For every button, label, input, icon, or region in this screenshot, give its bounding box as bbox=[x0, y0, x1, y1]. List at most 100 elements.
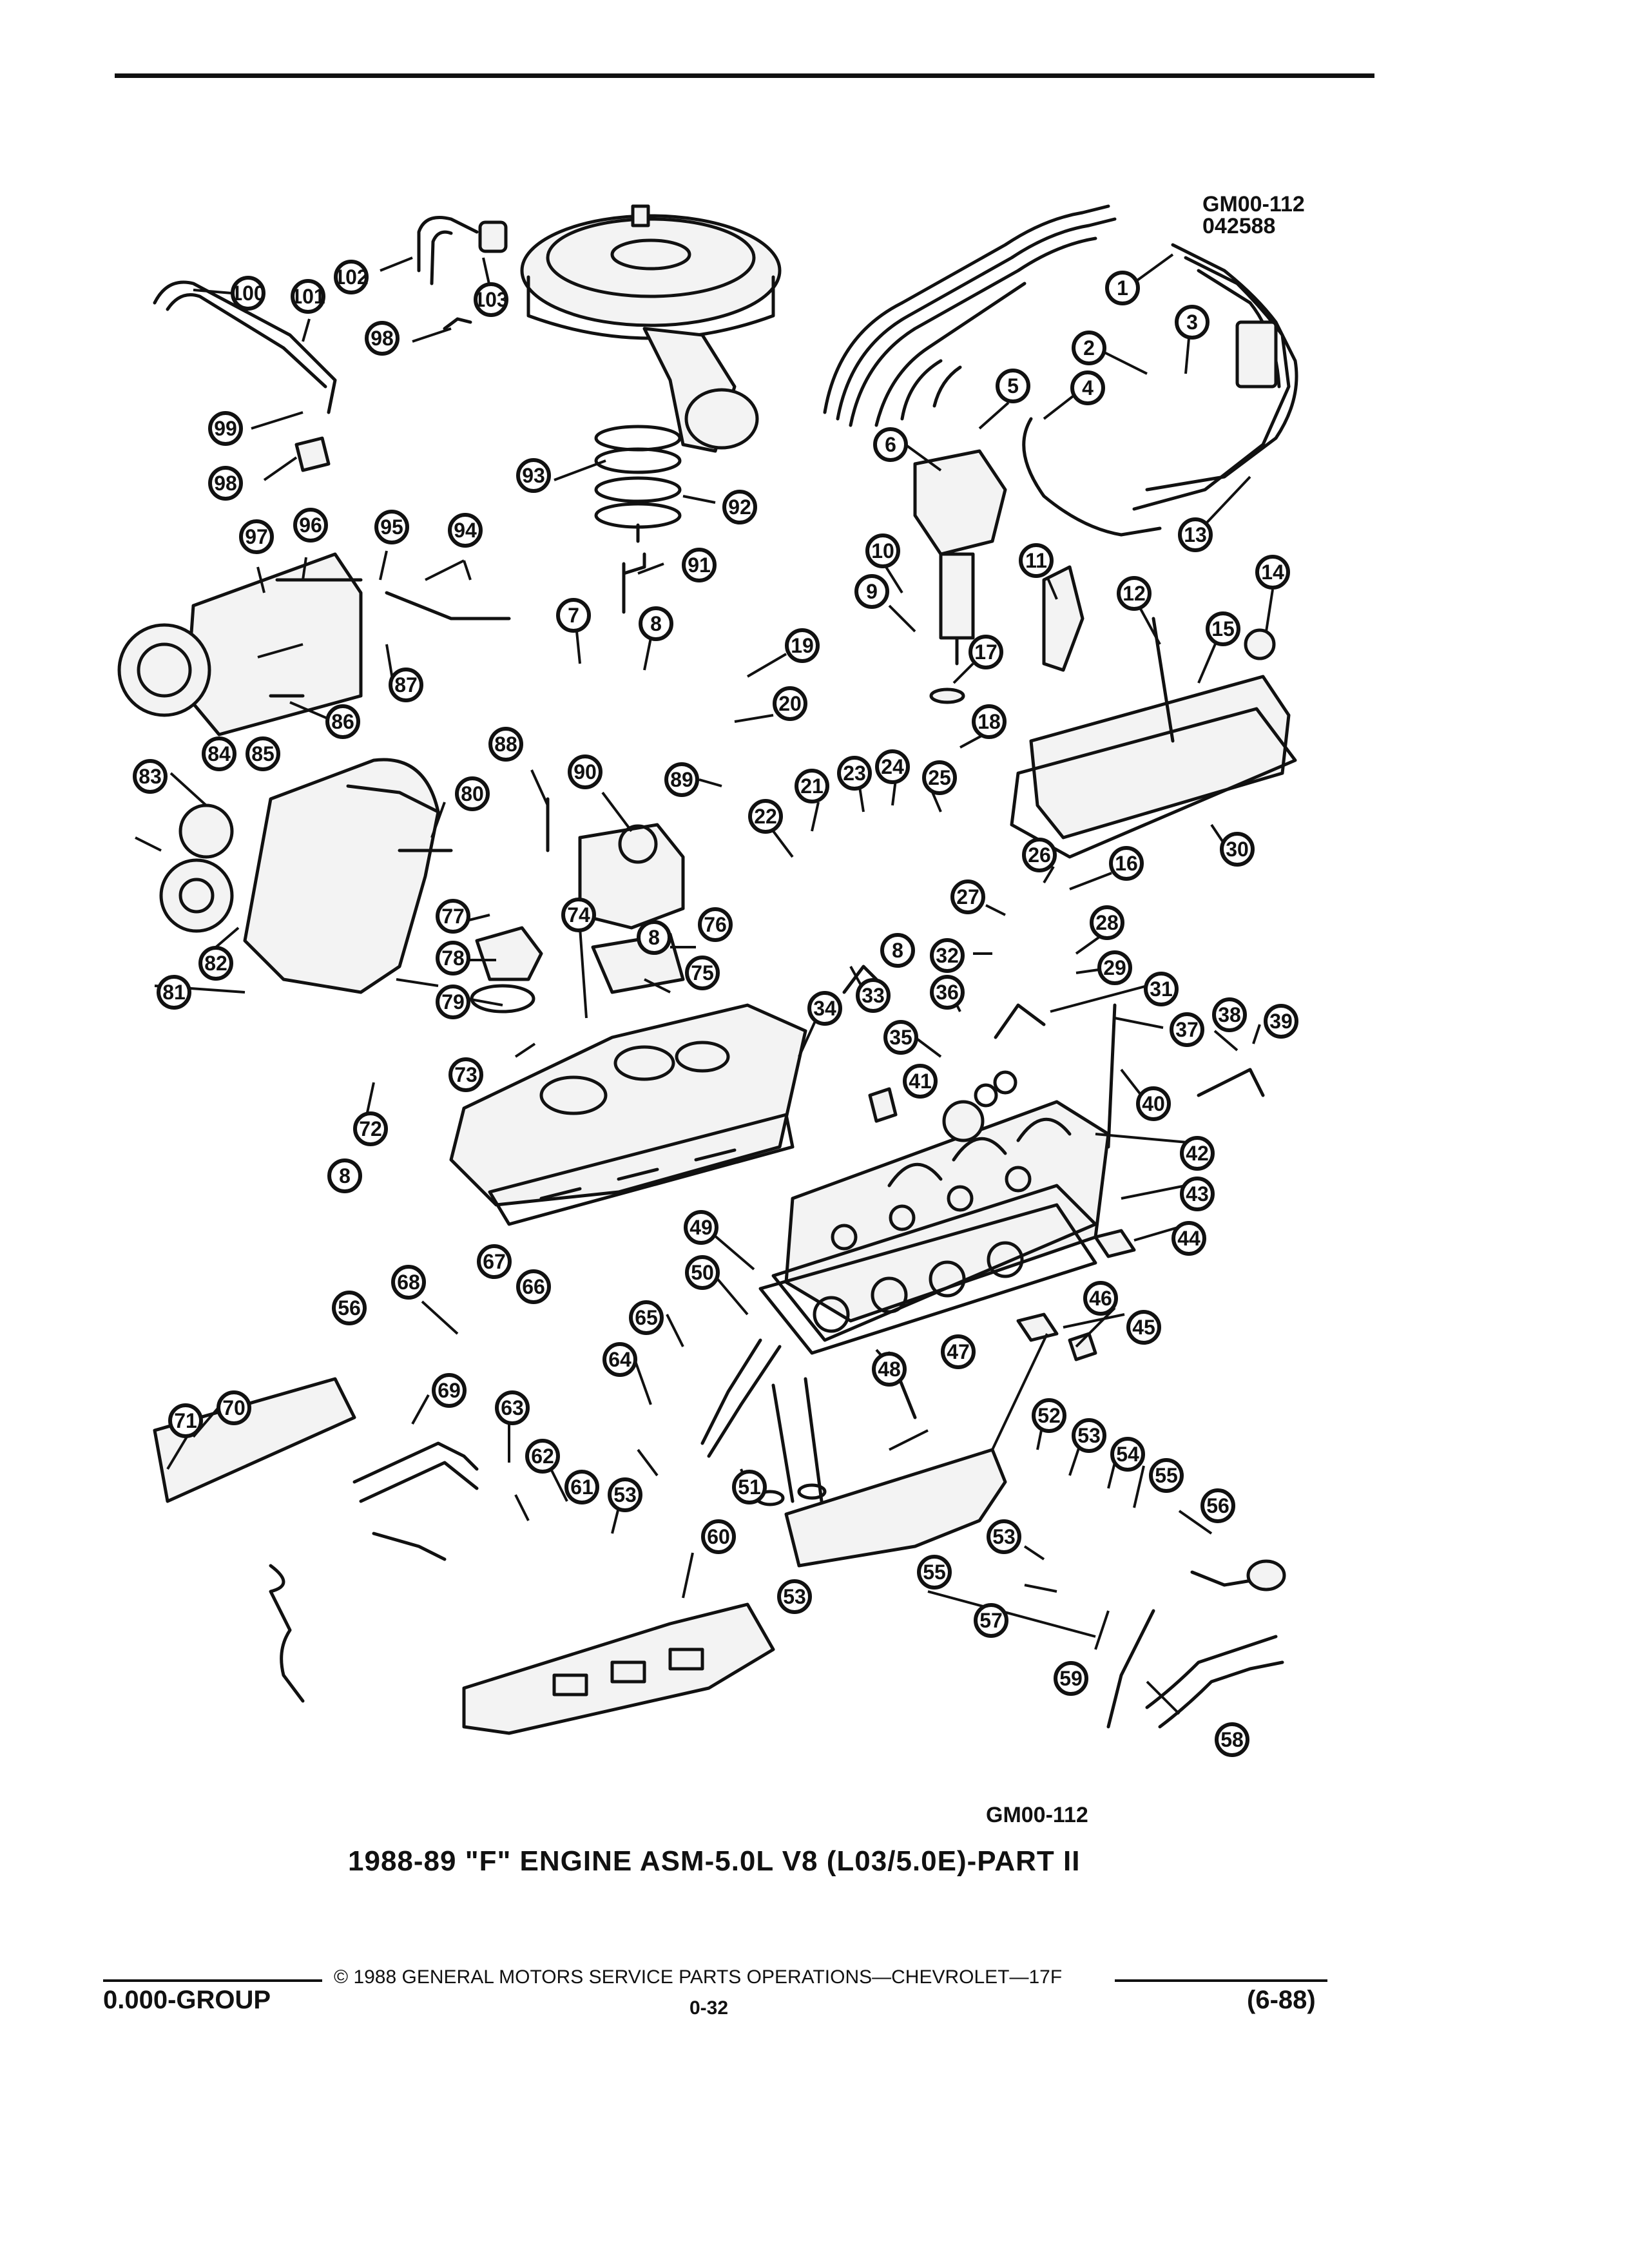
svg-text:14: 14 bbox=[1261, 561, 1284, 584]
front-cover-pulleys bbox=[159, 758, 453, 994]
callout-97: 97 bbox=[239, 519, 274, 554]
callout-25: 25 bbox=[922, 760, 957, 795]
air-injection-pipes-left bbox=[153, 1377, 479, 1703]
svg-text:89: 89 bbox=[670, 768, 693, 791]
figure-title: 1988-89 "F" ENGINE ASM-5.0L V8 (L03/5.0E… bbox=[348, 1845, 1081, 1877]
svg-text:68: 68 bbox=[397, 1271, 420, 1294]
callout-3: 3 bbox=[1175, 305, 1210, 340]
callout-22: 22 bbox=[748, 799, 783, 834]
callout-8c: 8 bbox=[880, 933, 915, 968]
callout-68: 68 bbox=[391, 1265, 426, 1300]
callout-94: 94 bbox=[448, 513, 483, 548]
callout-63: 63 bbox=[495, 1390, 530, 1425]
figure-reference: GM00-112 bbox=[986, 1803, 1088, 1827]
svg-text:103: 103 bbox=[474, 288, 508, 311]
svg-text:95: 95 bbox=[380, 515, 403, 539]
svg-text:19: 19 bbox=[791, 634, 814, 657]
svg-text:28: 28 bbox=[1095, 911, 1119, 934]
callout-36: 36 bbox=[930, 975, 965, 1010]
svg-text:26: 26 bbox=[1028, 843, 1051, 867]
callout-10: 10 bbox=[865, 533, 900, 568]
valve-train-parts bbox=[700, 965, 1265, 1506]
page-number: 0-32 bbox=[689, 1997, 729, 2019]
svg-text:32: 32 bbox=[936, 944, 959, 967]
spark-plug-wires bbox=[823, 204, 1298, 537]
callout-6: 6 bbox=[873, 427, 908, 462]
callout-8b: 8 bbox=[637, 920, 671, 955]
svg-text:102: 102 bbox=[334, 265, 368, 289]
callout-43: 43 bbox=[1180, 1177, 1215, 1211]
callout-56b: 56 bbox=[332, 1291, 367, 1325]
callout-86: 86 bbox=[325, 704, 360, 739]
callout-19: 19 bbox=[785, 628, 820, 663]
svg-text:9: 9 bbox=[866, 580, 878, 603]
callout-31: 31 bbox=[1144, 972, 1179, 1006]
callout-2: 2 bbox=[1072, 331, 1106, 365]
callout-92: 92 bbox=[722, 490, 757, 524]
svg-text:47: 47 bbox=[947, 1340, 970, 1363]
callout-76: 76 bbox=[698, 907, 733, 942]
distributor bbox=[913, 449, 1084, 704]
svg-text:79: 79 bbox=[441, 990, 465, 1014]
svg-text:39: 39 bbox=[1269, 1010, 1293, 1033]
svg-text:42: 42 bbox=[1186, 1142, 1209, 1165]
svg-text:55: 55 bbox=[1155, 1464, 1178, 1487]
callout-30: 30 bbox=[1220, 832, 1255, 867]
svg-text:75: 75 bbox=[691, 961, 714, 985]
callout-54: 54 bbox=[1110, 1437, 1145, 1472]
svg-text:21: 21 bbox=[800, 774, 824, 798]
callout-74: 74 bbox=[561, 898, 596, 932]
svg-text:98: 98 bbox=[214, 472, 237, 495]
svg-text:38: 38 bbox=[1218, 1003, 1241, 1026]
callout-81: 81 bbox=[157, 975, 191, 1010]
svg-text:71: 71 bbox=[174, 1409, 197, 1432]
callout-66: 66 bbox=[516, 1269, 551, 1304]
svg-text:73: 73 bbox=[454, 1063, 477, 1086]
svg-text:41: 41 bbox=[909, 1070, 932, 1093]
callout-85: 85 bbox=[246, 736, 280, 771]
svg-text:85: 85 bbox=[251, 742, 275, 765]
svg-text:5: 5 bbox=[1007, 374, 1019, 398]
intake-manifold bbox=[449, 1003, 807, 1226]
callout-1: 1 bbox=[1105, 271, 1140, 305]
callout-73: 73 bbox=[448, 1057, 483, 1092]
callout-80: 80 bbox=[455, 776, 490, 811]
svg-text:77: 77 bbox=[441, 905, 465, 928]
callout-38: 38 bbox=[1212, 997, 1247, 1032]
callout-12: 12 bbox=[1117, 576, 1152, 611]
callout-41: 41 bbox=[903, 1064, 938, 1099]
svg-text:34: 34 bbox=[813, 997, 836, 1020]
svg-text:27: 27 bbox=[956, 885, 979, 908]
svg-text:87: 87 bbox=[394, 673, 418, 697]
callout-60: 60 bbox=[701, 1519, 736, 1554]
callout-18: 18 bbox=[972, 704, 1007, 739]
svg-text:63: 63 bbox=[501, 1396, 524, 1419]
svg-text:20: 20 bbox=[778, 692, 802, 715]
svg-text:94: 94 bbox=[454, 519, 477, 542]
svg-text:1: 1 bbox=[1117, 276, 1128, 300]
callout-13: 13 bbox=[1178, 517, 1213, 552]
callout-79: 79 bbox=[436, 985, 470, 1019]
svg-text:69: 69 bbox=[438, 1379, 461, 1402]
spark-plug-and-sensors bbox=[868, 1087, 1136, 1361]
svg-text:96: 96 bbox=[299, 514, 322, 537]
callout-93: 93 bbox=[516, 458, 551, 493]
svg-text:76: 76 bbox=[704, 913, 727, 936]
callout-52: 52 bbox=[1032, 1398, 1066, 1433]
svg-text:8: 8 bbox=[892, 939, 903, 962]
callout-53b: 53 bbox=[608, 1477, 642, 1512]
svg-text:56: 56 bbox=[1206, 1494, 1229, 1517]
group-label: 0.000-GROUP bbox=[103, 1986, 271, 2014]
callout-45: 45 bbox=[1126, 1310, 1161, 1345]
top-rule bbox=[115, 73, 1374, 78]
svg-text:78: 78 bbox=[441, 947, 465, 970]
callout-39: 39 bbox=[1264, 1004, 1298, 1039]
callout-26: 26 bbox=[1022, 838, 1057, 872]
svg-text:16: 16 bbox=[1115, 852, 1138, 875]
svg-text:61: 61 bbox=[570, 1475, 593, 1499]
cylinder-head bbox=[771, 1100, 1110, 1342]
callout-83: 83 bbox=[133, 759, 168, 794]
callout-65: 65 bbox=[629, 1300, 664, 1335]
svg-text:12: 12 bbox=[1123, 582, 1146, 605]
callout-75: 75 bbox=[685, 956, 720, 990]
